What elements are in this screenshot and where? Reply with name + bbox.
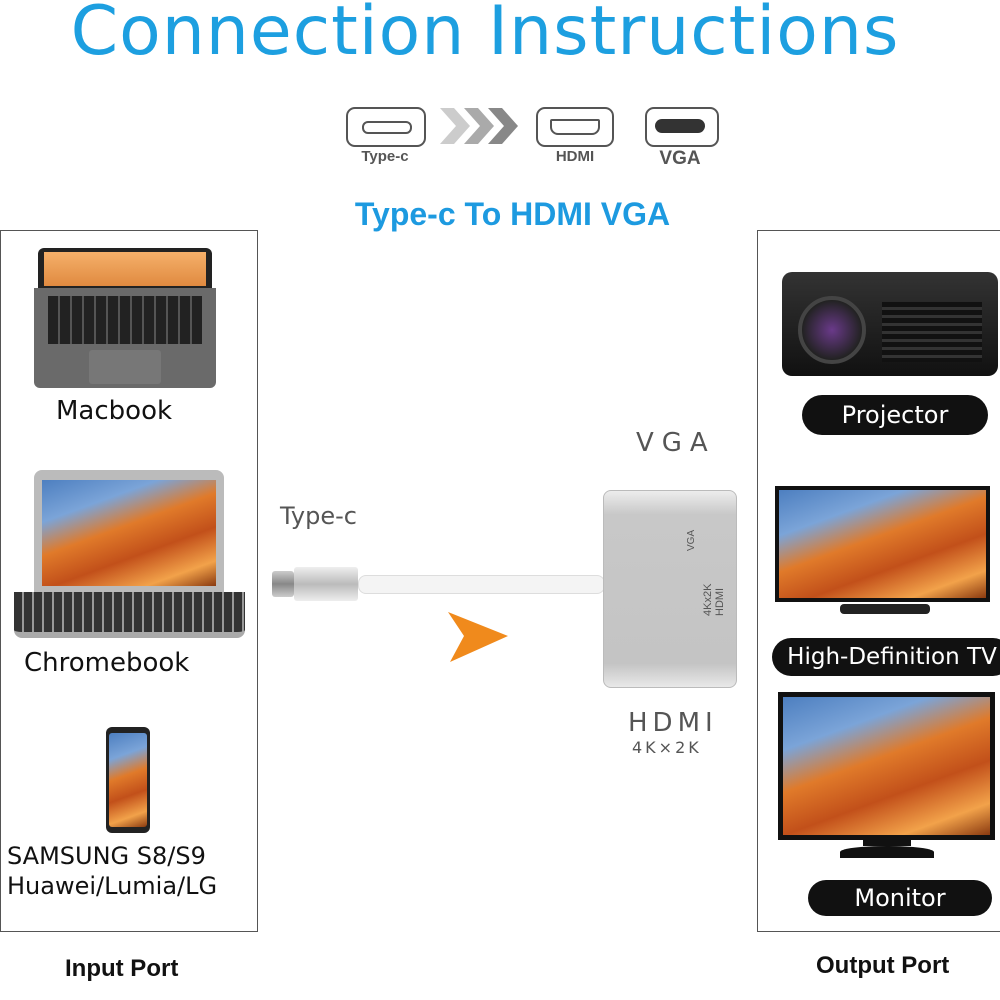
projector-image bbox=[782, 272, 998, 376]
tv-image bbox=[775, 486, 990, 622]
output-label-projector: Projector bbox=[802, 395, 988, 435]
port-label: VGA bbox=[659, 148, 701, 169]
cable-label: Type-c bbox=[280, 502, 357, 530]
chevrons-icon bbox=[440, 108, 518, 144]
output-panel bbox=[757, 230, 1000, 932]
output-label-monitor: Monitor bbox=[808, 880, 992, 916]
device-label: SAMSUNG S8/S9 bbox=[7, 842, 206, 870]
chromebook-image bbox=[14, 470, 245, 638]
plug-housing bbox=[294, 567, 358, 601]
device-label: Huawei/Lumia/LG bbox=[7, 872, 218, 900]
page-title: Connection Instructions bbox=[70, 0, 900, 71]
cable bbox=[358, 575, 605, 594]
vga-port-icon bbox=[645, 107, 719, 147]
input-port-heading: Input Port bbox=[65, 955, 179, 982]
hdmi-label: HDMI bbox=[628, 708, 718, 738]
body-hdmi: HDMI bbox=[714, 587, 726, 616]
usb-c-port-icon bbox=[346, 107, 426, 147]
output-label-tv: High-Definition TV bbox=[772, 638, 1000, 676]
macbook-image bbox=[34, 248, 216, 388]
subtitle: Type-c To HDMI VGA bbox=[354, 196, 671, 232]
body-hdmi-res: 4Kx2K bbox=[702, 583, 714, 616]
device-label: Chromebook bbox=[24, 648, 190, 678]
monitor-image bbox=[778, 692, 995, 860]
device-label: Macbook bbox=[56, 396, 173, 426]
hdmi-resolution: 4K×2K bbox=[632, 738, 702, 757]
port-label: Type-c bbox=[361, 148, 409, 165]
port-label: HDMI bbox=[555, 148, 595, 165]
arrow-icon bbox=[448, 612, 508, 662]
phone-image bbox=[106, 727, 150, 833]
vga-label: VGA bbox=[636, 428, 716, 458]
hdmi-port-icon bbox=[536, 107, 614, 147]
usb-c-plug bbox=[272, 571, 294, 597]
input-panel bbox=[0, 230, 258, 932]
body-vga-text: VGA bbox=[686, 529, 697, 551]
output-port-heading: Output Port bbox=[816, 952, 950, 979]
